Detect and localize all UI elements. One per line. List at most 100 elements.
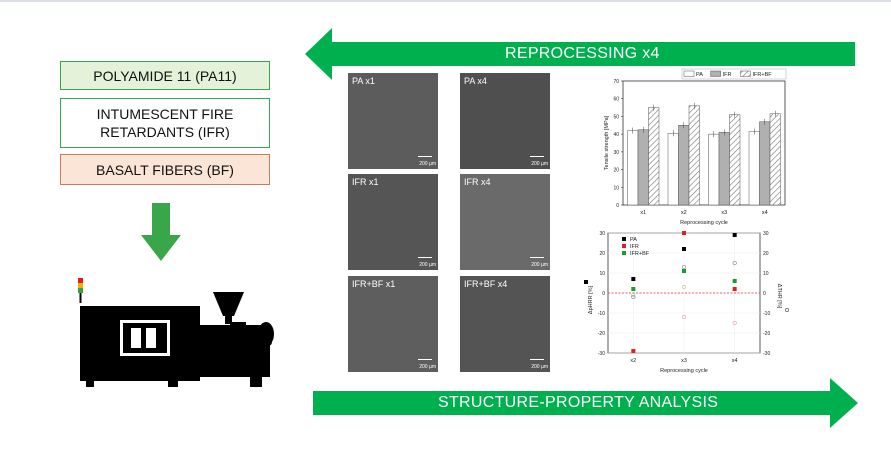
y-tick-label: 40 xyxy=(613,132,619,138)
scale-bar xyxy=(530,257,544,258)
bar-IFR xyxy=(678,125,690,206)
y-tick-label-right: -10 xyxy=(763,311,770,317)
point-pHRR-IFR xyxy=(631,349,636,353)
y-axis-label-right: ΔTHR [%] xyxy=(776,284,782,309)
y-tick-label: 30 xyxy=(613,150,619,156)
bar-PA xyxy=(708,133,720,206)
x-axis-label: Reprocessing cycle xyxy=(660,368,708,374)
y-tick-label-left: 20 xyxy=(599,251,605,257)
y-tick-label-left: -10 xyxy=(598,311,605,317)
x-tick-label: x3 xyxy=(721,210,727,216)
scale-text: 200 µm xyxy=(531,364,548,370)
scale-bar xyxy=(418,359,432,360)
legend-swatch xyxy=(740,70,751,77)
sem-label: IFR x1 xyxy=(352,177,379,187)
y-tick-label: 10 xyxy=(613,185,619,191)
x-tick-label: x1 xyxy=(640,210,646,216)
x-tick-label: x2 xyxy=(630,358,636,364)
injection-molding-machine-icon xyxy=(78,278,274,387)
x-axis-label: Reprocessing cycle xyxy=(680,220,728,226)
axis-marker-left xyxy=(584,280,588,284)
point-pHRR-PA xyxy=(631,277,636,281)
scale-text: 200 µm xyxy=(531,161,548,167)
legend-label: IFR xyxy=(723,72,732,78)
material-box-pa: POLYAMIDE 11 (PA11) xyxy=(60,61,270,90)
legend-swatch xyxy=(683,70,695,77)
bar-PA xyxy=(667,133,679,206)
sem-image-ifr-bf-x4: IFR+BF x4 200 µm xyxy=(460,276,550,372)
legend-swatch xyxy=(622,237,626,241)
y-tick-label: 50 xyxy=(613,114,619,120)
legend-box xyxy=(681,68,787,80)
legend-label: IFR+BF xyxy=(753,72,773,78)
y-tick-label-left: 10 xyxy=(599,271,605,277)
y-tick-label-right: -30 xyxy=(763,351,770,357)
y-tick-label-right: 0 xyxy=(763,291,766,297)
point-THR-IFR xyxy=(631,348,636,354)
y-tick-label: 70 xyxy=(613,79,619,85)
y-tick-label: 20 xyxy=(613,168,619,174)
plot-frame xyxy=(622,80,786,206)
bar-IFR xyxy=(718,132,730,206)
axis-marker-right xyxy=(784,307,790,313)
y-tick-label-left: 30 xyxy=(599,231,605,237)
point-THR-IFR+BF xyxy=(732,278,737,284)
y-tick-label: 0 xyxy=(616,203,619,209)
sem-label: IFR+BF x4 xyxy=(464,279,508,289)
reprocessing-label: REPROCESSING x4 xyxy=(505,45,660,62)
scale-text: 200 µm xyxy=(419,161,436,167)
point-THR-IFR xyxy=(732,320,737,326)
y-tick-label: 60 xyxy=(613,97,619,103)
sem-label: PA x4 xyxy=(464,76,487,86)
legend-label: IFR+BF xyxy=(630,251,650,257)
analysis-arrow xyxy=(313,378,858,428)
bar-IFR+BF xyxy=(729,114,741,206)
x-tick-label: x2 xyxy=(681,210,687,216)
material-box-ifr: INTUMESCENT FIRE RETARDANTS (IFR) xyxy=(60,98,270,148)
sem-label: IFR x4 xyxy=(464,177,491,187)
scale-text: 200 µm xyxy=(419,364,436,370)
x-tick-label: x4 xyxy=(762,210,768,216)
point-pHRR-PA xyxy=(682,247,686,251)
y-tick-label-right: 20 xyxy=(763,251,769,257)
y-tick-label-right: -20 xyxy=(763,331,770,337)
bar-IFR+BF xyxy=(648,107,660,206)
y-tick-label-left: -30 xyxy=(598,351,605,357)
y-axis-label: Tensile strength [MPa] xyxy=(604,115,610,170)
material-box-bf: BASALT FIBERS (BF) xyxy=(60,154,270,185)
point-THR-IFR+BF xyxy=(681,284,687,290)
bar-PA xyxy=(748,131,760,206)
point-pHRR-IFR xyxy=(732,287,737,291)
top-border xyxy=(0,0,891,2)
material-label-pa: POLYAMIDE 11 (PA11) xyxy=(93,67,237,84)
y-tick-label-left: -20 xyxy=(598,331,605,337)
point-pHRR-IFR+BF xyxy=(682,269,686,273)
y-tick-label-left: 0 xyxy=(602,291,605,297)
legend-label: PA xyxy=(630,237,637,243)
x-tick-label: x4 xyxy=(732,358,738,364)
legend-label: PA xyxy=(696,72,703,78)
sem-image-ifr-x1: IFR x1 200 µm xyxy=(348,174,438,270)
legend-swatch xyxy=(622,244,626,248)
y-axis-label-left: ΔpHRR [%] xyxy=(588,285,594,314)
sem-image-pa-x1: PA x1 200 µm xyxy=(348,73,438,169)
sem-image-pa-x4: PA x4 200 µm xyxy=(460,73,550,169)
legend-label: IFR xyxy=(630,244,639,250)
reprocessing-arrow xyxy=(305,28,855,80)
scale-text: 200 µm xyxy=(419,262,436,268)
bar-IFR xyxy=(759,121,771,206)
x-tick-label: x3 xyxy=(681,358,687,364)
legend-swatch xyxy=(710,70,721,77)
analysis-label: STRUCTURE-PROPERTY ANALYSIS xyxy=(438,394,719,411)
legend-swatch xyxy=(622,251,626,255)
point-THR-PA xyxy=(732,260,737,266)
point-THR-PA xyxy=(631,294,636,300)
material-label-ifr-line1: INTUMESCENT FIRE xyxy=(96,106,234,122)
bar-PA xyxy=(627,130,639,206)
bar-IFR+BF xyxy=(688,105,700,206)
bar-IFR xyxy=(637,129,649,206)
material-label-ifr-line2: RETARDANTS (IFR) xyxy=(100,124,230,140)
point-pHRR-IFR+BF xyxy=(732,279,737,283)
